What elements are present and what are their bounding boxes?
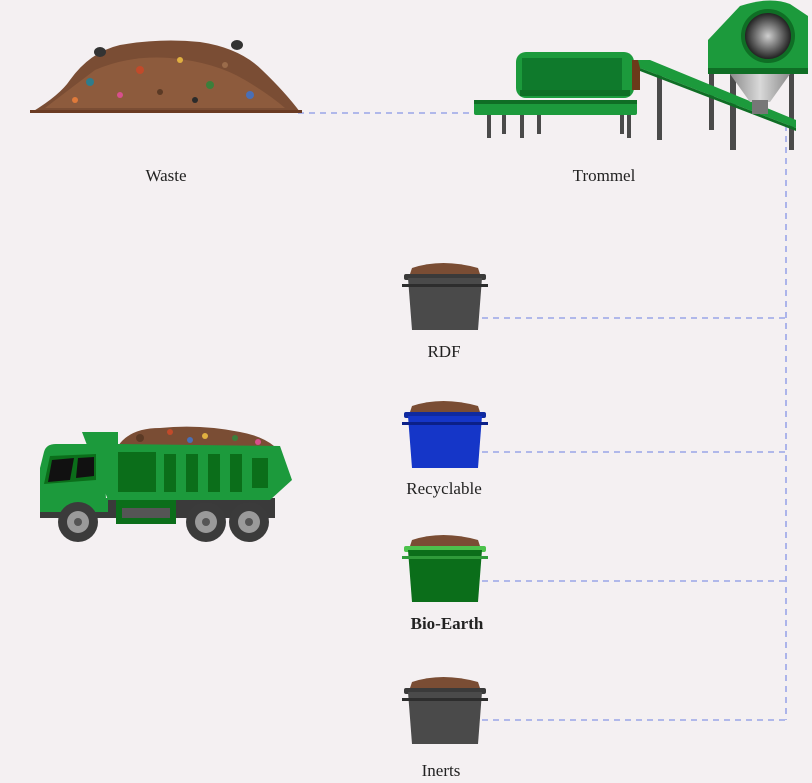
waste-pile-icon — [30, 40, 302, 113]
bin-icon-bio-earth — [402, 535, 488, 602]
bin-icon-recyclable — [402, 401, 488, 468]
label-inerts: Inerts — [421, 761, 461, 780]
truck-wheels — [58, 502, 269, 542]
dump-truck-icon — [40, 426, 292, 542]
connector-lines — [298, 112, 787, 721]
bin-icon-rdf — [402, 263, 488, 330]
label-rdf: RDF — [427, 342, 461, 361]
label-waste: Waste — [145, 166, 187, 185]
label-bio-earth: Bio-Earth — [410, 614, 484, 633]
trommel-machine-icon — [474, 0, 808, 150]
label-recyclable: Recyclable — [406, 479, 482, 498]
label-trommel: Trommel — [572, 166, 636, 185]
bin-icon-inerts — [402, 677, 488, 744]
